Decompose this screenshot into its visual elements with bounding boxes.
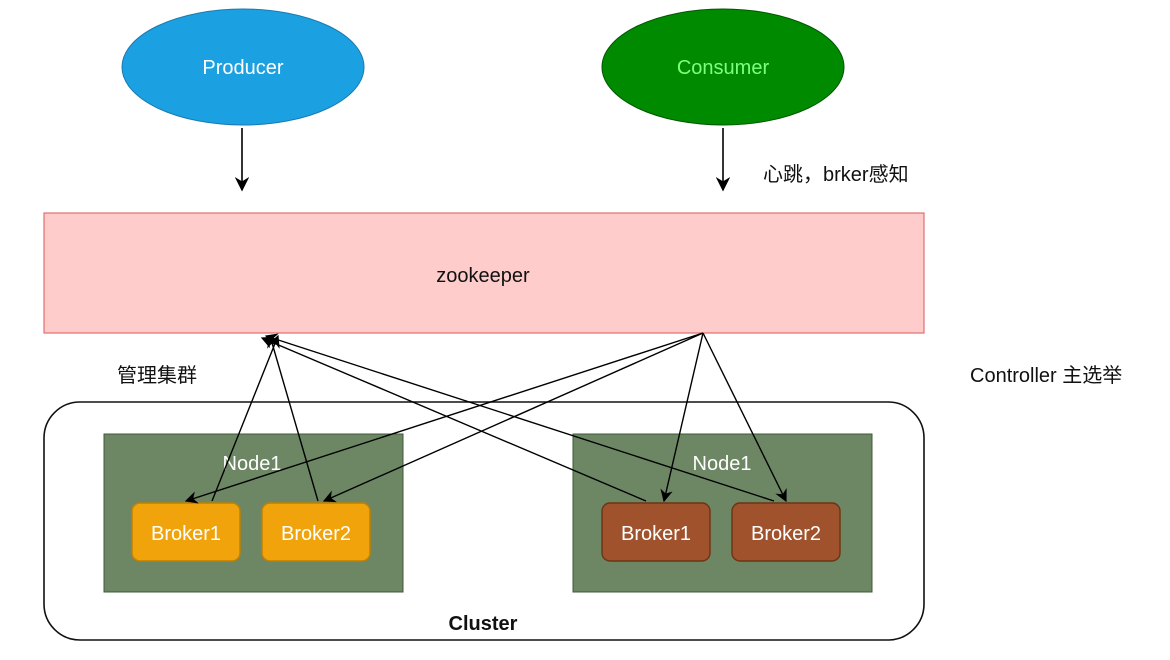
node-left-broker1: Broker1 [131,502,241,562]
arrow-zk-to-right-broker2 [702,332,787,503]
arrow-right-broker2-to-zk [264,333,775,502]
node-left-label: Node1 [223,453,282,475]
broker-label: Broker1 [621,523,691,545]
controller-election-label: Controller 主选举 [970,364,1122,387]
broker-label: Broker2 [751,523,821,545]
producer-label: Producer [202,57,283,79]
producer-node: Producer [121,8,365,126]
node-right-broker1: Broker1 [601,502,711,562]
cluster-label: Cluster [449,613,518,635]
arrow-left-broker2-to-zk [267,334,319,502]
broker-label: Broker1 [151,523,221,545]
consumer-node: Consumer [601,8,845,126]
arrow-zk-to-right-broker1 [660,332,704,503]
broker-label: Broker2 [281,523,351,545]
node-left-broker2: Broker2 [261,502,371,562]
arrow-zk-to-left-broker1 [184,332,704,504]
node-left: Node1 Broker1 Broker2 [103,433,404,593]
zookeeper-box: zookeeper [43,212,925,334]
zookeeper-label: zookeeper [436,265,530,287]
arrow-left-broker1-to-zk [211,334,280,502]
arrow-zk-to-left-broker2 [322,332,704,503]
node-right-broker2: Broker2 [731,502,841,562]
consumer-label: Consumer [677,57,770,79]
node-right: Node1 Broker1 Broker2 [572,433,873,593]
node-right-label: Node1 [693,453,752,475]
broker-registration-arrows [211,333,775,502]
manage-cluster-label: 管理集群 [117,364,197,387]
zookeeper-notify-arrows [184,332,787,504]
arrow-right-broker1-to-zk [260,336,647,502]
heartbeat-label: 心跳，brker感知 [763,163,909,186]
